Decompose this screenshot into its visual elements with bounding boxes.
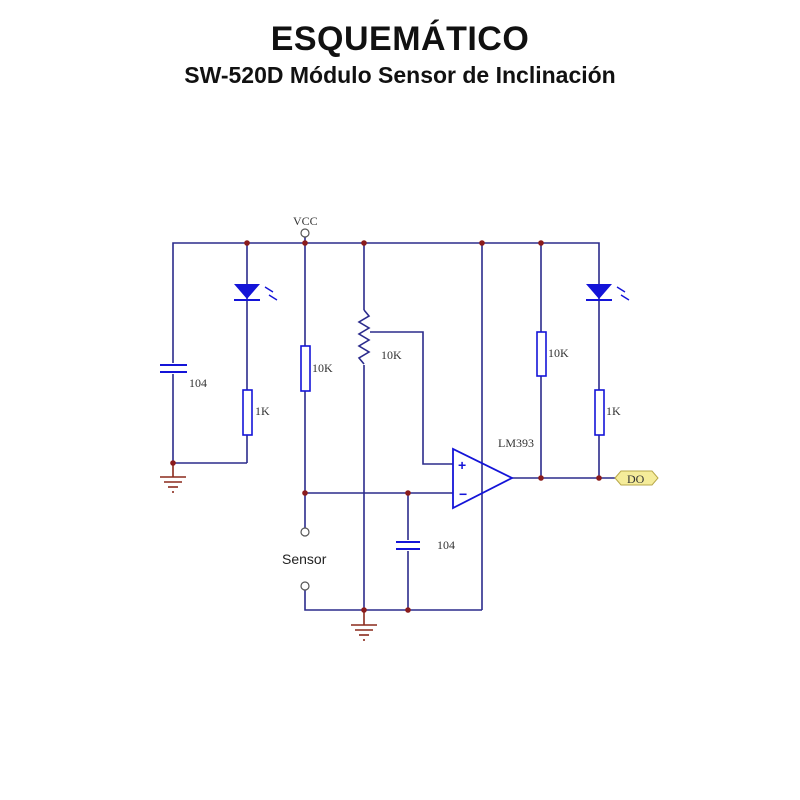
resistor-10k-pullup-icon [300,345,311,392]
led-left-icon [234,284,278,301]
resistor-1k-right-icon [594,389,605,436]
page-subtitle: SW-520D Módulo Sensor de Inclinación [184,62,616,88]
pot-label: 10K [381,348,402,362]
capacitor-left-icon [160,364,187,373]
res-output-label: 10K [548,346,569,360]
ground-left-icon [160,463,186,493]
output-port-icon [614,470,659,486]
vcc-label: VCC [293,214,318,228]
cap-filter-label: 104 [437,538,455,552]
resistor-1k-left-icon [242,389,253,436]
capacitor-filter-icon [396,541,420,550]
comparator-label: LM393 [498,436,534,450]
sensor-terminal-top-icon [300,527,310,537]
junction-dots [170,240,602,613]
plus-input-label: + [458,457,466,473]
resistor-10k-output-icon [536,331,547,377]
led-right-icon [586,284,630,301]
sensor-terminal-bottom-icon [300,581,310,591]
res-led-left-label: 1K [255,404,270,418]
minus-input-label: − [459,486,467,502]
comparator-icon [452,447,515,510]
sensor-label: Sensor [282,551,327,567]
vcc-terminal-icon [300,228,310,238]
page-title: ESQUEMÁTICO [270,20,530,58]
ground-bottom-icon [351,610,377,641]
potentiometer-icon [357,309,371,365]
output-label: DO [627,472,645,486]
res-led-right-label: 1K [606,404,621,418]
res-pullup-label: 10K [312,361,333,375]
cap-left-label: 104 [189,376,207,390]
